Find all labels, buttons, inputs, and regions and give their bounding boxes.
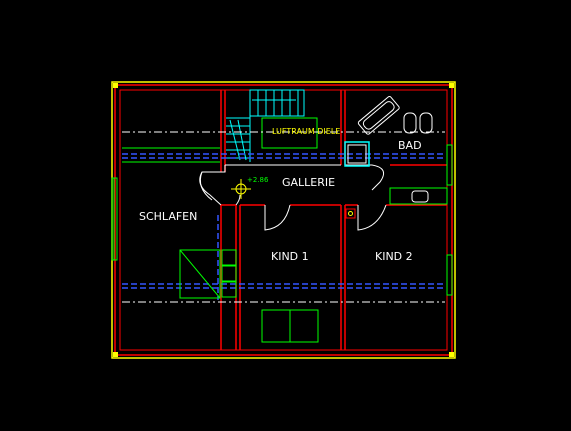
bathtub bbox=[357, 96, 400, 135]
outer-walls bbox=[111, 81, 456, 359]
toilet bbox=[403, 112, 433, 134]
column-marker bbox=[345, 208, 356, 219]
bathroom-fixtures bbox=[344, 96, 448, 205]
room-label-schlafen: SCHLAFEN bbox=[139, 210, 197, 223]
room-label-bad: BAD bbox=[398, 139, 422, 152]
door-schlafen bbox=[199, 171, 213, 201]
stairs bbox=[226, 89, 305, 162]
shower bbox=[344, 141, 370, 167]
door-kind2 bbox=[357, 204, 387, 231]
knee-wall-lines bbox=[122, 153, 445, 300]
sink bbox=[389, 187, 448, 205]
luftraum-void bbox=[261, 117, 318, 149]
room-label-kind1: KIND 1 bbox=[271, 250, 309, 263]
level-marker bbox=[231, 179, 251, 199]
level-mark-text: +2.86 bbox=[247, 176, 269, 184]
room-label-luftraum: LUFTRAUM DIELE bbox=[272, 127, 340, 136]
room-label-gallerie: GALLERIE bbox=[282, 176, 335, 189]
window-lines bbox=[111, 144, 453, 343]
doors bbox=[199, 171, 387, 231]
roof-ridge-lines bbox=[122, 131, 445, 303]
door-kind1 bbox=[264, 204, 291, 231]
room-label-kind2: KIND 2 bbox=[375, 250, 413, 263]
